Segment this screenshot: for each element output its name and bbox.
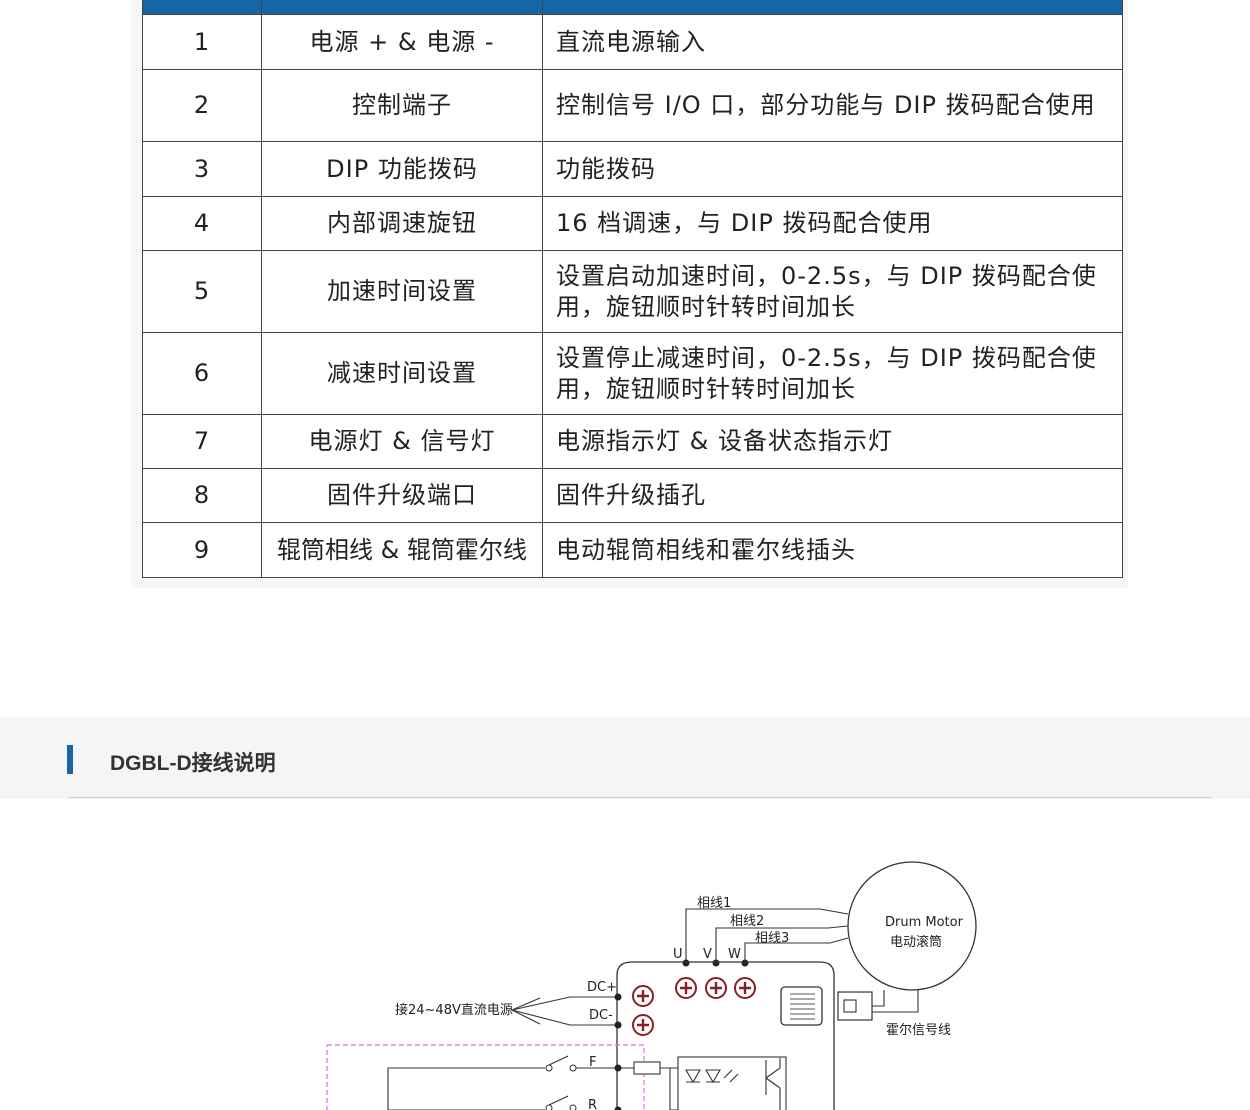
row-number: 7 [142, 414, 262, 469]
row-number: 6 [142, 332, 262, 415]
hall-wires [872, 990, 919, 1013]
phase-wires [685, 908, 849, 960]
dc-plus-label: DC+ [587, 980, 617, 995]
control-dashed-box [326, 1044, 645, 1110]
r-label: R [588, 1098, 597, 1110]
row-name: 内部调速旋钮 [261, 196, 543, 251]
row-name: 控制端子 [261, 69, 543, 142]
row-name: DIP 功能拨码 [261, 141, 543, 197]
row-name: 减速时间设置 [261, 332, 543, 415]
dc-minus-label: DC- [589, 1008, 613, 1023]
resistor [633, 1061, 661, 1075]
hall-signal-label: 霍尔信号线 [886, 1023, 951, 1038]
phototransistor [765, 1058, 781, 1110]
row-name: 电源灯 & 信号灯 [261, 414, 543, 469]
motor-label-cn: 电动滚筒 [890, 934, 942, 950]
row-description: 直流电源输入 [542, 14, 1123, 70]
terminal-v-label: V [703, 947, 712, 962]
row-number: 1 [142, 14, 262, 70]
row-number: 8 [142, 468, 262, 523]
switch-r [548, 1095, 569, 1106]
table-header-bar [142, 0, 1123, 15]
phase1-label: 相线1 [697, 896, 731, 911]
row-description: 控制信号 I/O 口，部分功能与 DIP 拨码配合使用 [542, 69, 1123, 142]
row-name: 辊筒相线 & 辊筒霍尔线 [261, 522, 543, 578]
hall-plug [837, 991, 873, 1021]
row-name: 电源 + & 电源 - [261, 14, 543, 70]
terminal-u-label: U [673, 947, 683, 962]
wiring-diagram: Drum Motor 电动滚筒 相线1 相线2 相线3 U V W DC+ DC… [326, 861, 977, 1110]
optocoupler-box [677, 1056, 787, 1110]
node-v [712, 959, 720, 967]
row-description: 16 档调速，与 DIP 拨码配合使用 [542, 196, 1123, 251]
power-wires [510, 996, 618, 1026]
terminal-w-label: W [728, 947, 741, 962]
row-number: 5 [142, 250, 262, 333]
row-description: 设置启动加速时间，0-2.5s，与 DIP 拨码配合使用，旋钮顺时针转时间加长 [542, 250, 1123, 333]
hall-connector [780, 986, 823, 1026]
row-description: 设置停止减速时间，0-2.5s，与 DIP 拨码配合使用，旋钮顺时针转时间加长 [542, 332, 1123, 415]
phase-terminal-screws [675, 977, 756, 999]
hall-connector-pins [790, 993, 815, 1020]
section-header: DGBL-D接线说明 [0, 717, 1250, 799]
section-title: DGBL-D接线说明 [110, 752, 276, 775]
row-number: 4 [142, 196, 262, 251]
phase3-label: 相线3 [755, 931, 789, 946]
row-description: 电源指示灯 & 设备状态指示灯 [542, 414, 1123, 469]
section-accent-bar [67, 745, 73, 774]
driver-outline [616, 961, 835, 1110]
f-label: F [589, 1055, 596, 1070]
row-number: 3 [142, 141, 262, 197]
node-u [682, 959, 690, 967]
section-divider [68, 797, 1212, 798]
led-diode [685, 1069, 701, 1084]
power-supply-note: 接24~48V直流电源 [395, 1002, 513, 1018]
node-w [741, 959, 749, 967]
motor-label-en: Drum Motor [885, 915, 964, 930]
row-name: 加速时间设置 [261, 250, 543, 333]
row-description: 电动辊筒相线和霍尔线插头 [542, 522, 1123, 578]
node-dc-minus [614, 1021, 622, 1029]
switch-f [548, 1055, 569, 1066]
row-name: 固件升级端口 [261, 468, 543, 523]
row-description: 固件升级插孔 [542, 468, 1123, 523]
power-terminal-screws [632, 985, 654, 1036]
row-description: 功能拨码 [542, 141, 1123, 197]
row-number: 2 [142, 69, 262, 142]
phase2-label: 相线2 [730, 914, 764, 929]
node-dc-plus [614, 993, 622, 1001]
control-wire [387, 1067, 545, 1110]
row-number: 9 [142, 522, 262, 578]
